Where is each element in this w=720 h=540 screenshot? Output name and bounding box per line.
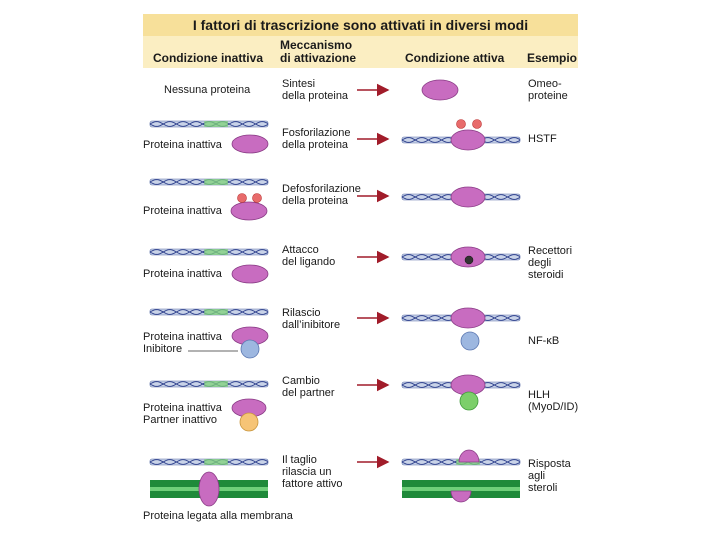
dna-binding-site xyxy=(204,179,228,185)
header-row: Condizione inattiva Meccanismo di attiva… xyxy=(143,36,578,68)
dna-inactive-row-4 xyxy=(149,248,269,256)
active-partner-protein xyxy=(459,391,479,411)
header-mechanism-line2: di attivazione xyxy=(280,51,357,65)
row-label: Proteina inattiva xyxy=(143,139,222,151)
row-label: Sintesi xyxy=(282,78,316,90)
row-label: del partner xyxy=(282,387,335,399)
released-inhibitor xyxy=(460,331,480,351)
row-label: rilascia un xyxy=(282,466,332,478)
row-label: dall’inibitore xyxy=(282,319,341,331)
row-label: (MyoD/ID) xyxy=(528,401,579,413)
dna-binding-site xyxy=(204,249,228,255)
dna-binding-site xyxy=(204,121,228,127)
membrane-bound-protein xyxy=(198,471,220,507)
inactive-protein xyxy=(230,201,268,221)
header-example: Esempio xyxy=(527,51,578,65)
row-label: NF-κB xyxy=(528,335,560,347)
row-label: Omeo- xyxy=(528,78,562,90)
membrane-active xyxy=(402,480,520,498)
row-label: HSTF xyxy=(528,133,557,145)
row-label: steroli xyxy=(528,482,558,494)
dna-inactive-row-6 xyxy=(149,380,269,388)
ligand-icon xyxy=(464,255,474,265)
active-protein xyxy=(450,129,486,151)
row-label: Nessuna proteina xyxy=(164,84,251,96)
phosphate-group xyxy=(472,119,482,129)
row-label: proteine xyxy=(528,90,568,102)
row-label: steroidi xyxy=(528,269,564,281)
phosphate-group xyxy=(456,119,466,129)
row-label: Inibitore xyxy=(143,343,183,355)
inhibitor-protein xyxy=(240,339,260,359)
row-label: Proteina inattiva xyxy=(143,268,222,280)
inactive-partner-protein xyxy=(239,412,259,432)
row-label: HLH xyxy=(528,389,551,401)
row-label: Proteina inattiva xyxy=(143,205,222,217)
row-label: della proteina xyxy=(282,139,349,151)
row-label: Proteina inattiva xyxy=(143,402,222,414)
active-protein xyxy=(450,186,486,208)
row-label: agli xyxy=(528,470,546,482)
dna-binding-site xyxy=(204,381,228,387)
active-protein xyxy=(421,79,459,101)
row-label: Proteina legata alla membrana xyxy=(143,510,293,522)
dna-binding-site xyxy=(204,309,228,315)
row-label: Risposta xyxy=(528,458,571,470)
header-inactive: Condizione inattiva xyxy=(152,51,263,65)
active-protein xyxy=(450,307,486,329)
inactive-protein xyxy=(231,264,269,284)
dna-binding-site xyxy=(204,459,228,465)
row-label: Cambio xyxy=(282,375,320,387)
row-label: Rilascio xyxy=(282,307,321,319)
row-label: Fosforilazione xyxy=(282,127,351,139)
row-label: della proteina xyxy=(282,195,349,207)
row-label: del ligando xyxy=(282,256,336,268)
row-label: fattore attivo xyxy=(282,478,343,490)
inactive-protein xyxy=(231,134,269,154)
membrane-core xyxy=(402,487,520,491)
dna-inactive-row-7 xyxy=(149,458,269,466)
phosphate-group xyxy=(237,193,247,203)
header-mechanism-line1: Meccanismo xyxy=(280,38,353,52)
row-label: Attacco xyxy=(282,244,319,256)
phosphate-group xyxy=(252,193,262,203)
header-active: Condizione attiva xyxy=(405,51,505,65)
row-label: Defosforilazione xyxy=(282,183,361,195)
row-label: Partner inattivo xyxy=(143,414,217,426)
row-label: Proteina inattiva xyxy=(143,331,222,343)
row-label: Recettori xyxy=(528,245,573,257)
row-label: Il taglio xyxy=(282,454,317,466)
dna-inactive-row-3 xyxy=(149,178,269,186)
dna-inactive-row-2 xyxy=(149,120,269,128)
cleaved-membrane-fragment xyxy=(450,490,472,503)
row-label: degli xyxy=(528,257,552,269)
dna-inactive-row-5 xyxy=(149,308,269,316)
released-active-factor xyxy=(458,449,480,463)
figure-title: I fattori di trascrizione sono attivati … xyxy=(143,14,578,36)
row-label: della proteina xyxy=(282,90,349,102)
